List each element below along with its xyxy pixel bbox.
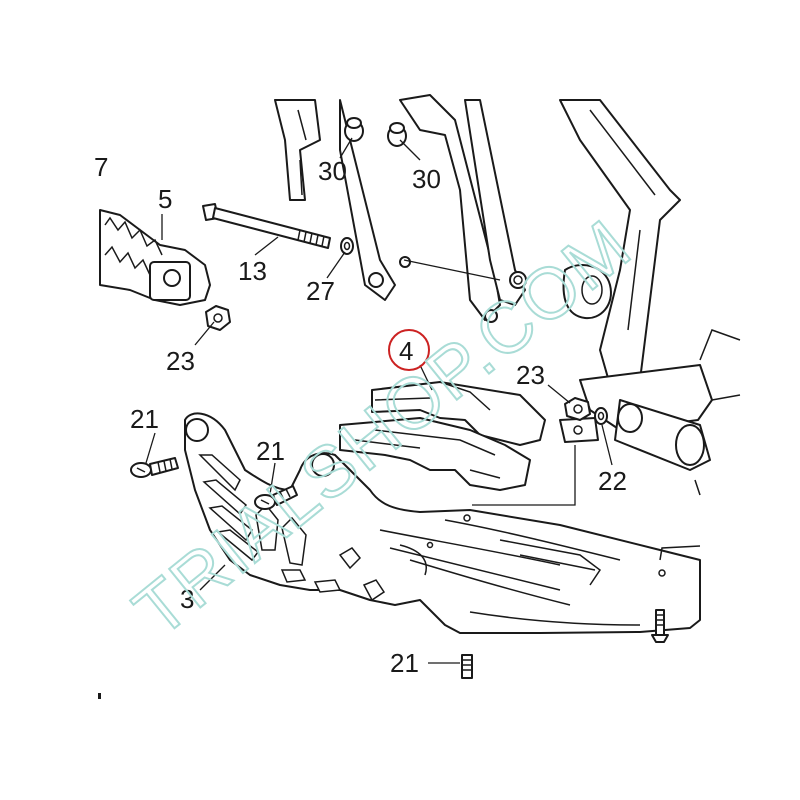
callout-labels: 7 5 13 27 23 30 30 4 23 22 21 21 3 21 bbox=[94, 152, 627, 678]
callout-30-right: 30 bbox=[412, 164, 441, 194]
callout-27: 27 bbox=[306, 276, 335, 306]
callout-7: 7 bbox=[94, 152, 108, 182]
bolt-13 bbox=[202, 203, 331, 249]
callout-23-right: 23 bbox=[516, 360, 545, 390]
skid-plate bbox=[184, 412, 701, 634]
frame bbox=[274, 94, 741, 496]
callout-13: 13 bbox=[238, 256, 267, 286]
screw-right-bottom bbox=[651, 609, 669, 643]
washer-27 bbox=[340, 237, 354, 255]
mount-bracket bbox=[559, 417, 599, 443]
footpeg bbox=[99, 209, 211, 306]
washer-22 bbox=[594, 407, 608, 425]
corner-mark bbox=[98, 693, 101, 699]
callout-21-left: 21 bbox=[130, 404, 159, 434]
linkage-guard-part-4 bbox=[339, 381, 546, 491]
nut-23-right bbox=[564, 397, 591, 421]
callout-21-middle: 21 bbox=[256, 436, 285, 466]
screw-21-left bbox=[130, 457, 179, 478]
leader-lines bbox=[145, 137, 613, 664]
callout-3: 3 bbox=[180, 584, 194, 614]
callout-30-left: 30 bbox=[318, 156, 347, 186]
highlight-circle-part-4 bbox=[388, 329, 430, 371]
callout-23-left: 23 bbox=[166, 346, 195, 376]
callout-5: 5 bbox=[158, 184, 172, 214]
callout-21-bottom: 21 bbox=[390, 648, 419, 678]
callout-22: 22 bbox=[598, 466, 627, 496]
bushing-30-left bbox=[344, 117, 364, 142]
callout-4: 4 bbox=[399, 336, 413, 366]
screw-21-middle bbox=[254, 485, 298, 510]
screw-21-bottom bbox=[461, 654, 473, 679]
